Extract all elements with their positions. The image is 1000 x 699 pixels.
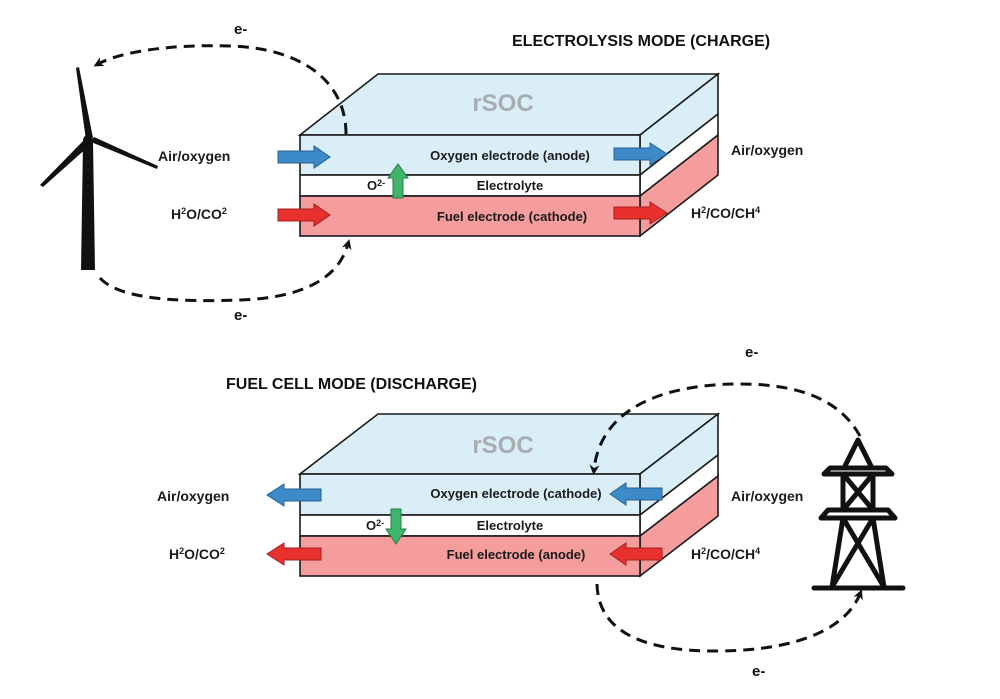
electron-label-bottom: e-: [234, 307, 247, 324]
oxygen-electrode-label: Oxygen electrode (cathode): [430, 486, 601, 501]
power-grid-tower-icon: [811, 437, 906, 591]
electrolyte-label: Electrolyte: [477, 178, 543, 193]
electron-path-top: [589, 382, 862, 475]
fuel-input-arrow: [277, 203, 331, 227]
air-output-label: Air/oxygen: [731, 142, 803, 158]
air-input-label: Air/oxygen: [731, 488, 803, 504]
electrolysis-panel: ELECTROLYSIS MODE (CHARGE) rSOC Oxygen e…: [40, 21, 803, 324]
air-output-arrow: [613, 142, 668, 166]
oxygen-electrode-label: Oxygen electrode (anode): [430, 148, 590, 163]
fuel-electrode-layer: [299, 535, 641, 577]
fuel-cell-panel: FUEL CELL MODE (DISCHARGE) rSOC Oxygen e…: [157, 344, 906, 680]
fuel-electrode-label: Fuel electrode (anode): [447, 547, 586, 562]
electrolysis-title: ELECTROLYSIS MODE (CHARGE): [512, 33, 770, 50]
fuel-output-label: H2O/CO2: [169, 546, 225, 562]
oxygen-electrode-layer: [299, 473, 641, 516]
electrolyte-layer: [299, 514, 641, 537]
oxide-ion-label: O2-: [366, 518, 384, 533]
fuel-output-arrow: [266, 542, 322, 566]
rsoc-cell-bottom: rSOC Oxygen electrode (cathode) Electrol…: [266, 412, 721, 578]
rsoc-cell-top: rSOC Oxygen electrode (anode) Electrolyt…: [277, 72, 721, 238]
electrolyte-label: Electrolyte: [477, 518, 543, 533]
oxide-ion-arrow-up: [387, 163, 409, 199]
air-output-label: Air/oxygen: [157, 488, 229, 504]
wind-turbine-icon: [40, 67, 158, 270]
fuel-input-label: H2/CO/CH4: [691, 546, 760, 562]
fuel-input-arrow: [609, 542, 663, 566]
electron-path-top: [93, 44, 348, 135]
air-input-arrow: [277, 145, 331, 169]
electron-path-bottom: [595, 583, 863, 653]
rsoc-label: rSOC: [472, 432, 533, 459]
fuel-output-arrow: [613, 201, 668, 225]
rsoc-label: rSOC: [472, 90, 533, 117]
electrolyte-layer: [299, 174, 641, 197]
electron-label-top: e-: [234, 21, 247, 38]
electron-path-bottom: [98, 239, 352, 303]
fuel-electrode-label: Fuel electrode (cathode): [437, 209, 587, 224]
fuel-cell-title: FUEL CELL MODE (DISCHARGE): [226, 376, 477, 393]
fuel-input-label: H2O/CO2: [171, 206, 227, 222]
oxide-ion-arrow-down: [385, 508, 407, 545]
air-input-label: Air/oxygen: [158, 148, 230, 164]
electron-label-bottom: e-: [752, 663, 765, 680]
oxide-ion-label: O2-: [367, 178, 385, 193]
electron-label-top: e-: [745, 344, 758, 361]
air-input-arrow: [609, 482, 663, 506]
fuel-output-label: H2/CO/CH4: [691, 205, 760, 221]
air-output-arrow: [266, 483, 322, 507]
